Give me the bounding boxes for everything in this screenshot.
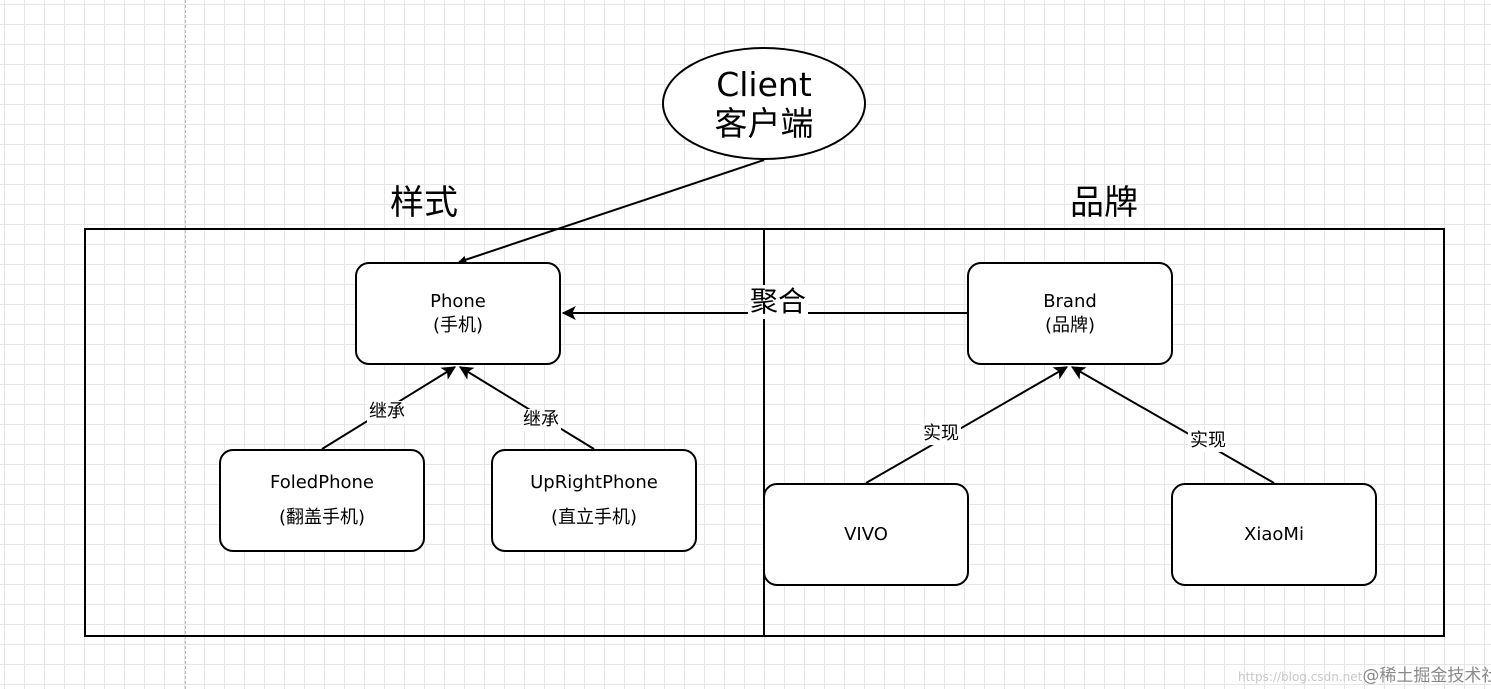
upright-phone-node: UpRightPhone (直立手机)	[491, 449, 697, 552]
implement-vivo-label: 实现	[921, 423, 961, 445]
client-subtitle: 客户端	[714, 103, 814, 143]
phone-node-subtitle: (手机)	[432, 314, 484, 336]
foled-phone-node-title: FoledPhone	[270, 472, 374, 494]
brand-node-subtitle: (品牌)	[1044, 314, 1096, 336]
phone-node: Phone (手机)	[355, 262, 561, 365]
brand-node: Brand (品牌)	[967, 262, 1173, 365]
aggregation-label: 聚合	[748, 285, 809, 319]
style-section-title: 样式	[390, 183, 458, 223]
xiaomi-node: XiaoMi	[1171, 483, 1377, 586]
inherit-upright-label: 继承	[521, 409, 561, 431]
watermark-brand: @稀土掘金技术社区	[1362, 666, 1491, 686]
implement-vivo-arrow	[865, 366, 1069, 484]
client-name: Client	[716, 64, 812, 104]
foled-phone-node-subtitle: (翻盖手机)	[278, 506, 366, 528]
client-ellipse: Client 客户端	[662, 47, 866, 160]
vivo-node-title: VIVO	[844, 523, 888, 545]
xiaomi-node-title: XiaoMi	[1244, 523, 1304, 545]
brand-section-box	[763, 228, 1445, 637]
foled-phone-node: FoledPhone (翻盖手机)	[219, 449, 425, 552]
brand-section-title: 品牌	[1070, 183, 1138, 223]
inherit-foled-label: 继承	[367, 401, 407, 423]
watermark: https://blog.csdn.net@稀土掘金技术社区	[1238, 661, 1491, 686]
page-guide-line	[185, 0, 186, 689]
vivo-node: VIVO	[763, 483, 969, 586]
watermark-url: https://blog.csdn.net	[1238, 670, 1363, 684]
implement-xiaomi-arrow	[1070, 366, 1275, 484]
inherit-upright-arrow	[459, 366, 595, 450]
implement-xiaomi-label: 实现	[1188, 430, 1228, 452]
phone-node-title: Phone	[430, 290, 486, 312]
upright-phone-node-subtitle: (直立手机)	[550, 506, 638, 528]
brand-node-title: Brand	[1043, 290, 1097, 312]
upright-phone-node-title: UpRightPhone	[530, 472, 658, 494]
client-to-phone-arrow	[458, 159, 765, 264]
